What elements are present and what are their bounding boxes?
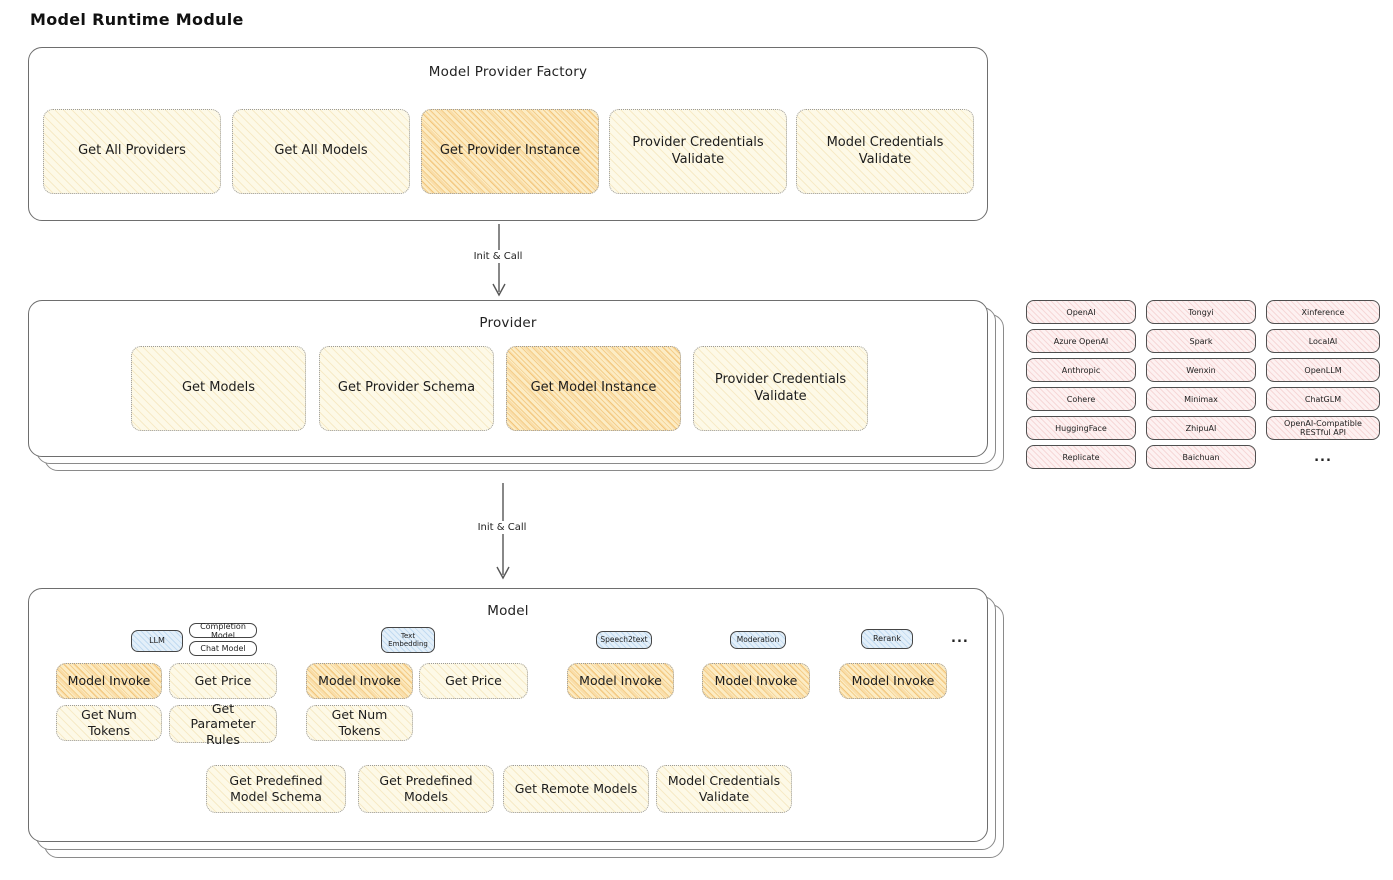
vendor-azure-openai: Azure OpenAI xyxy=(1026,329,1136,353)
node-get-all-providers: Get All Providers xyxy=(43,109,221,194)
node-get-parameter-rules: Get Parameter Rules xyxy=(169,701,277,747)
node-get-provider-schema: Get Provider Schema xyxy=(319,346,494,431)
node-model-invoke-llm: Model Invoke xyxy=(56,663,162,699)
node-provider-credentials-validate-factory: Provider Credentials Validate xyxy=(609,109,787,194)
arrow1-label: Init & Call xyxy=(469,250,527,263)
vendor-replicate: Replicate xyxy=(1026,445,1136,469)
node-get-num-tokens-llm: Get Num Tokens xyxy=(56,705,162,741)
vendor-spark: Spark xyxy=(1146,329,1256,353)
vendor-wenxin: Wenxin xyxy=(1146,358,1256,382)
node-get-remote-models: Get Remote Models xyxy=(503,765,649,813)
node-model-invoke-text-embedding: Model Invoke xyxy=(306,663,413,699)
vendor-xinference: Xinference xyxy=(1266,300,1380,324)
tab-moderation: Moderation xyxy=(730,631,786,649)
arrow2-label: Init & Call xyxy=(473,521,531,534)
arrow-factory-to-provider xyxy=(488,224,510,302)
node-get-price-text-embedding: Get Price xyxy=(419,663,528,699)
tab-chat-model: Chat Model xyxy=(189,641,257,656)
vendor-zhipuai: ZhipuAI xyxy=(1146,416,1256,440)
vendor-openllm: OpenLLM xyxy=(1266,358,1380,382)
tab-speech2text: Speech2text xyxy=(596,631,652,649)
vendor-tongyi: Tongyi xyxy=(1146,300,1256,324)
node-model-credentials-validate: Model Credentials Validate xyxy=(656,765,792,813)
model-panel-title: Model xyxy=(487,603,529,619)
factory-panel-title: Model Provider Factory xyxy=(428,64,588,80)
vendor-grid: OpenAI Tongyi Xinference Azure OpenAI Sp… xyxy=(1026,300,1380,469)
node-get-provider-instance: Get Provider Instance xyxy=(421,109,599,194)
node-model-invoke-rerank: Model Invoke xyxy=(839,663,947,699)
vendor-baichuan: Baichuan xyxy=(1146,445,1256,469)
vendor-chatglm: ChatGLM xyxy=(1266,387,1380,411)
model-panel: Model LLM Completion Model Chat Model Te… xyxy=(28,588,988,842)
vendor-localai: LocalAI xyxy=(1266,329,1380,353)
tab-completion-model: Completion Model xyxy=(189,622,257,640)
arrow-provider-to-model xyxy=(492,483,514,585)
tab-more-ellipsis: ... xyxy=(951,631,969,646)
provider-panel: Provider Get Models Get Provider Schema … xyxy=(28,300,988,457)
vendor-minimax: Minimax xyxy=(1146,387,1256,411)
node-provider-credentials-validate: Provider Credentials Validate xyxy=(693,346,868,431)
node-model-invoke-moderation: Model Invoke xyxy=(702,663,810,699)
node-get-all-models: Get All Models xyxy=(232,109,410,194)
node-get-models: Get Models xyxy=(131,346,306,431)
node-get-model-instance: Get Model Instance xyxy=(506,346,681,431)
node-get-predefined-model-schema: Get Predefined Model Schema xyxy=(206,765,346,813)
node-model-invoke-speech2text: Model Invoke xyxy=(567,663,674,699)
tab-rerank: Rerank xyxy=(861,629,913,649)
node-get-num-tokens-text-embedding: Get Num Tokens xyxy=(306,705,413,741)
vendor-openai: OpenAI xyxy=(1026,300,1136,324)
vendor-anthropic: Anthropic xyxy=(1026,358,1136,382)
vendor-openai-compatible-restful-api: OpenAI-Compatible RESTful API xyxy=(1266,416,1380,440)
factory-panel: Model Provider Factory Get All Providers… xyxy=(28,47,988,221)
page-title: Model Runtime Module xyxy=(30,10,244,29)
vendor-huggingface: HuggingFace xyxy=(1026,416,1136,440)
vendor-cohere: Cohere xyxy=(1026,387,1136,411)
vendor-more-ellipsis: ... xyxy=(1314,449,1332,465)
node-get-price-llm: Get Price xyxy=(169,663,277,699)
node-get-predefined-models: Get Predefined Models xyxy=(358,765,494,813)
tab-text-embedding: Text Embedding xyxy=(381,627,435,653)
tab-llm: LLM xyxy=(131,630,183,652)
node-model-credentials-validate-factory: Model Credentials Validate xyxy=(796,109,974,194)
provider-panel-title: Provider xyxy=(479,315,537,331)
